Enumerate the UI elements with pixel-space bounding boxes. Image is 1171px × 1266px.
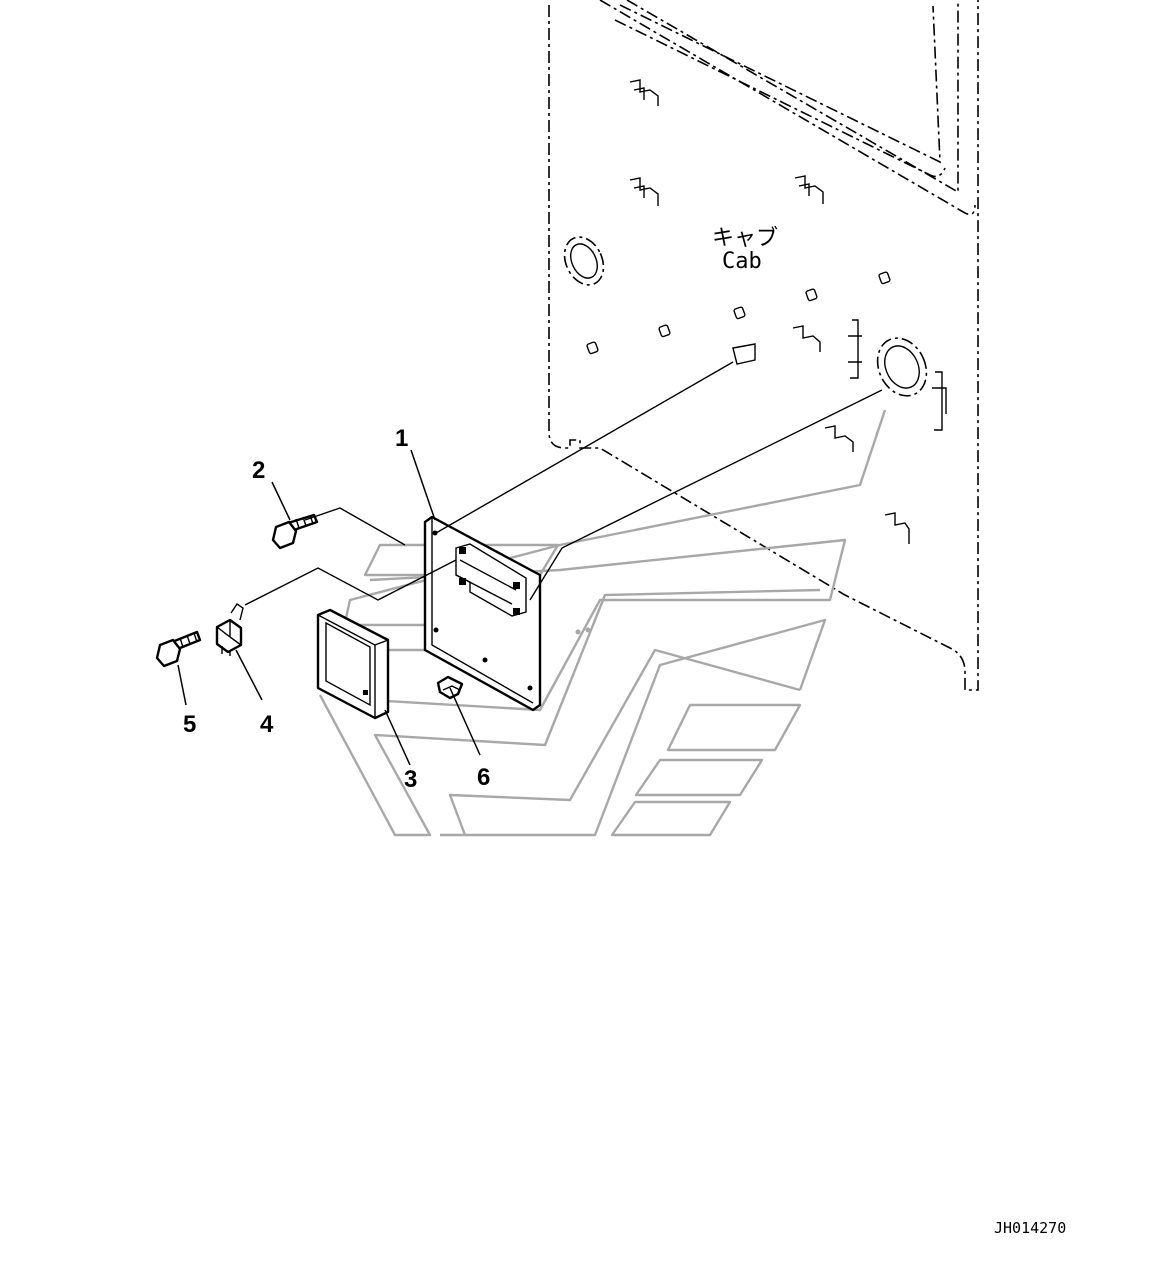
callout-2: 2 [252, 457, 265, 484]
drawing-number: JH014270 [994, 1219, 1066, 1237]
controller-box-part-3 [316, 608, 390, 720]
bolt-part-2 [271, 513, 319, 550]
assembly-lines [244, 361, 883, 606]
cab-clips [586, 79, 947, 544]
callout-4: 4 [260, 711, 274, 738]
grommet-hole-left [563, 236, 605, 286]
callout-3: 3 [404, 766, 417, 793]
grommet-hole-right [876, 337, 928, 397]
callout-5: 5 [183, 711, 196, 738]
relay-part-4 [215, 603, 244, 656]
cab-panel-outline [548, 0, 979, 691]
mounting-bracket-part-1 [423, 515, 542, 712]
leader-lines [177, 449, 481, 766]
callout-6: 6 [477, 764, 490, 791]
cab-label-japanese: キャブ [712, 226, 778, 251]
callout-1: 1 [395, 425, 408, 452]
cab-label-english: Cab [722, 249, 762, 274]
clip-nut-part-6 [436, 675, 464, 700]
bolt-part-5 [155, 630, 202, 668]
